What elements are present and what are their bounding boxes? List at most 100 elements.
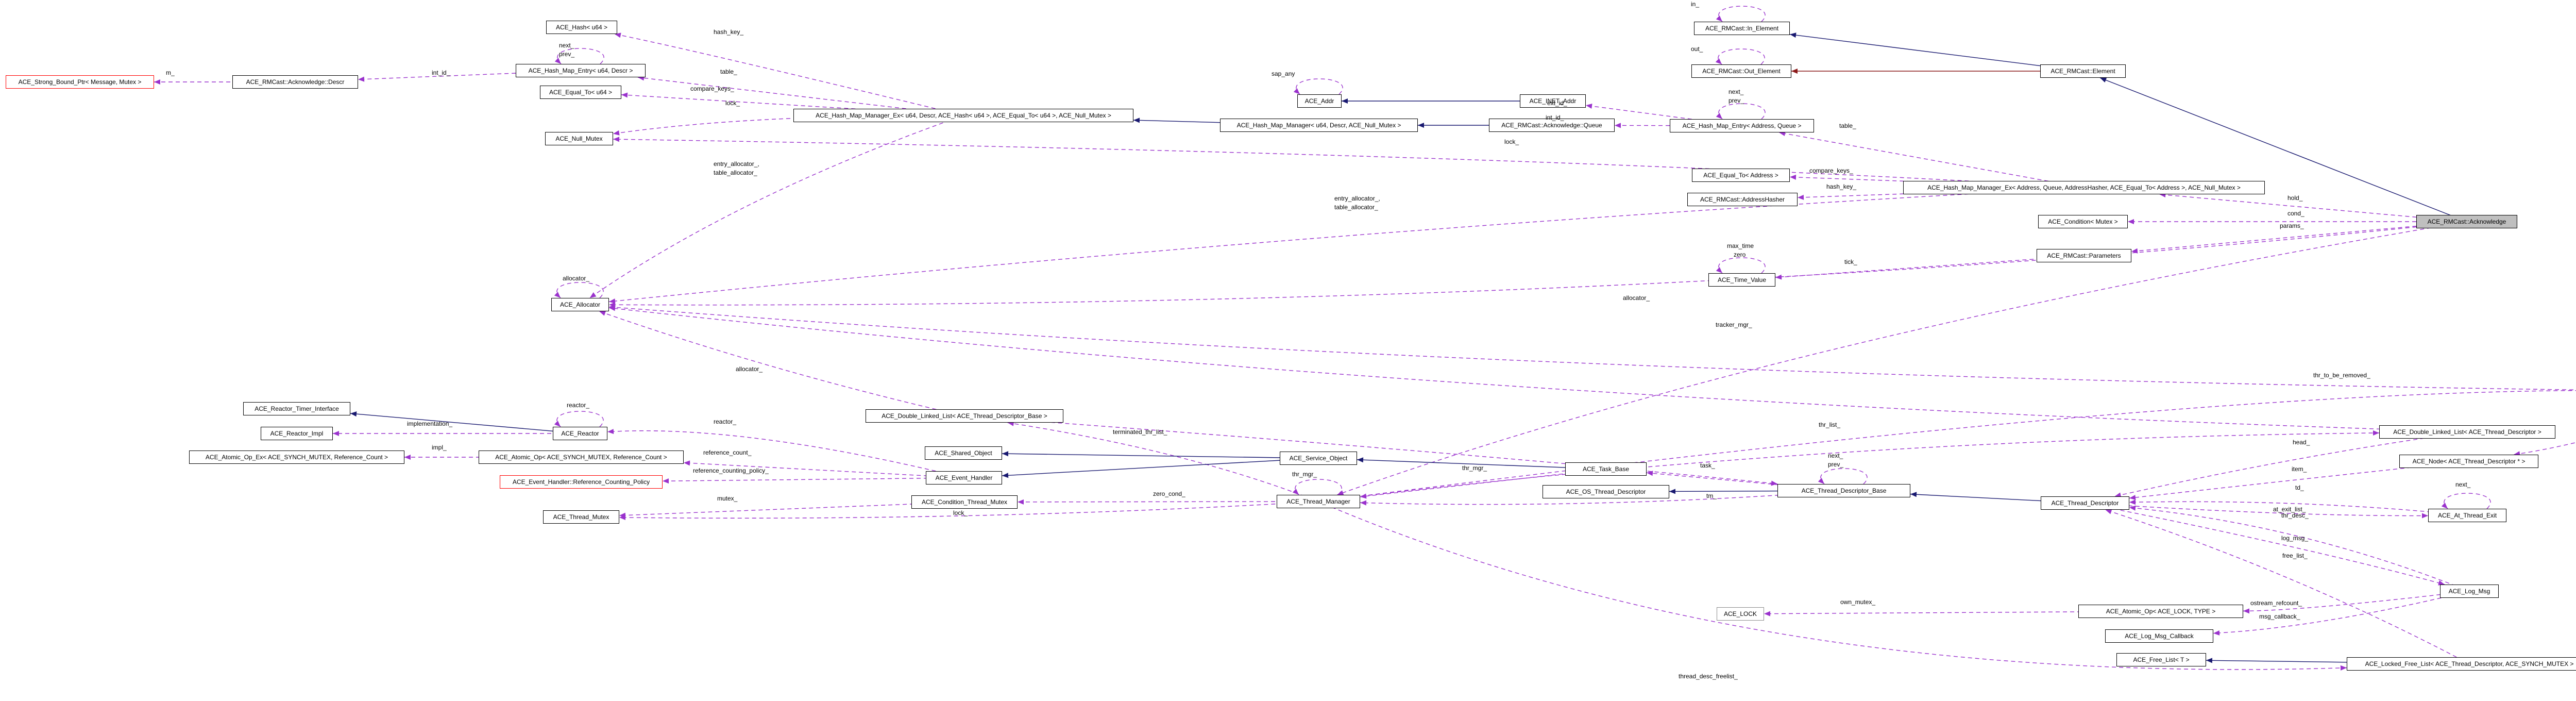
class-node-hasher[interactable]: ACE_RMCast::AddressHasher xyxy=(1687,193,1798,206)
class-node-ctm[interactable]: ACE_Condition_Thread_Mutex xyxy=(911,495,1018,509)
class-node-lock[interactable]: ACE_LOCK xyxy=(1717,607,1764,621)
class-node-ostd[interactable]: ACE_OS_Thread_Descriptor xyxy=(1543,485,1669,498)
class-node-eh[interactable]: ACE_Event_Handler xyxy=(926,471,1002,485)
edge-label: log_msg_ xyxy=(2281,535,2309,542)
class-node-lmc[interactable]: ACE_Log_Msg_Callback xyxy=(2105,629,2213,643)
class-node-reactor[interactable]: ACE_Reactor xyxy=(553,427,607,440)
edge-label: thr_mgr_ xyxy=(1462,464,1487,472)
edge xyxy=(608,306,2468,432)
class-node-lfl[interactable]: ACE_Locked_Free_List< ACE_Thread_Descrip… xyxy=(2347,657,2576,671)
edge-label: tick_ xyxy=(1844,258,1857,265)
edge xyxy=(608,221,2467,308)
class-node-rti[interactable]: ACE_Reactor_Timer_Interface xyxy=(243,402,350,415)
edge xyxy=(1318,430,2380,502)
edge-label: table_allocator_ xyxy=(1334,204,1378,211)
edge xyxy=(1789,32,2083,72)
edge xyxy=(964,415,1778,486)
edge xyxy=(1007,421,1319,502)
edge-label: table_allocator_ xyxy=(714,169,757,176)
edge xyxy=(2084,503,2429,519)
class-node-element[interactable]: ACE_RMCast::Element xyxy=(2040,64,2126,78)
edge-label: prev_ xyxy=(1728,97,1744,104)
class-node-alloc[interactable]: ACE_Allocator xyxy=(551,298,609,311)
edge xyxy=(554,48,604,64)
edge xyxy=(1715,48,1765,65)
edge xyxy=(1360,490,1844,506)
edge xyxy=(1775,255,2084,280)
edge xyxy=(2084,503,2445,586)
class-node-dll_tdb[interactable]: ACE_Double_Linked_List< ACE_Thread_Descr… xyxy=(866,409,1063,423)
class-node-shared[interactable]: ACE_Shared_Object xyxy=(925,446,1002,460)
edge xyxy=(683,460,964,478)
class-node-lm[interactable]: ACE_Log_Msg xyxy=(2440,585,2499,598)
edge-label: table_ xyxy=(1839,122,1856,129)
edge xyxy=(1716,257,1766,274)
class-node-hash_u64[interactable]: ACE_Hash< u64 > xyxy=(546,21,617,34)
edge-label: reference_counting_policy_ xyxy=(693,467,769,474)
class-node-params[interactable]: ACE_RMCast::Parameters xyxy=(2037,249,2131,262)
class-node-hmmex_addr[interactable]: ACE_Hash_Map_Manager_Ex< Address, Queue,… xyxy=(1903,181,2265,194)
class-node-descr[interactable]: ACE_RMCast::Acknowledge::Descr xyxy=(232,75,358,89)
edge-label: mutex_ xyxy=(717,495,738,502)
class-node-in_el[interactable]: ACE_RMCast::In_Element xyxy=(1694,22,1790,35)
edge-label: ostream_refcount_ xyxy=(2250,599,2302,607)
class-node-null_mutex[interactable]: ACE_Null_Mutex xyxy=(545,132,613,145)
class-node-rcp[interactable]: ACE_Event_Handler::Reference_Counting_Po… xyxy=(500,475,663,489)
edge xyxy=(2159,192,2467,222)
edge-label: reactor_ xyxy=(567,402,590,409)
class-node-eq_u64[interactable]: ACE_Equal_To< u64 > xyxy=(540,86,621,99)
class-node-hmm_u64[interactable]: ACE_Hash_Map_Manager< u64, Descr, ACE_Nu… xyxy=(1220,119,1418,132)
class-node-hmmex_u64[interactable]: ACE_Hash_Map_Manager_Ex< u64, Descr, ACE… xyxy=(793,109,1133,122)
edge-label: zero xyxy=(1734,251,1746,258)
edge-label: int_id_ xyxy=(432,69,450,76)
class-node-ack[interactable]: ACE_RMCast::Acknowledge xyxy=(2416,215,2517,228)
class-node-so[interactable]: ACE_Service_Object xyxy=(1280,452,1357,465)
class-node-queue[interactable]: ACE_RMCast::Acknowledge::Queue xyxy=(1489,119,1615,132)
class-node-aos[interactable]: ACE_Atomic_Op< ACE_SYNCH_MUTEX, Referenc… xyxy=(479,450,684,464)
class-node-sbp[interactable]: ACE_Strong_Bound_Ptr< Message, Mutex > xyxy=(6,75,154,89)
edge xyxy=(2243,591,2470,614)
edge-label: next_ xyxy=(1728,88,1744,95)
class-node-entry_u64[interactable]: ACE_Hash_Map_Entry< u64, Descr > xyxy=(516,64,646,77)
class-node-tv[interactable]: ACE_Time_Value xyxy=(1708,273,1775,287)
class-node-cond_mutex[interactable]: ACE_Condition< Mutex > xyxy=(2038,215,2128,228)
class-node-task[interactable]: ACE_Task_Base xyxy=(1565,462,1647,476)
class-node-entry_addr[interactable]: ACE_Hash_Map_Entry< Address, Queue > xyxy=(1670,119,1814,132)
class-node-rimpl[interactable]: ACE_Reactor_Impl xyxy=(261,427,333,440)
edge-label: hold_ xyxy=(2287,194,2303,202)
edge xyxy=(2131,221,2467,254)
class-node-ate[interactable]: ACE_At_Thread_Exit xyxy=(2428,509,2506,522)
class-node-aoex[interactable]: ACE_Atomic_Op_Ex< ACE_SYNCH_MUTEX, Refer… xyxy=(189,450,404,464)
edge xyxy=(1318,501,2347,671)
edge-label: implementation_ xyxy=(407,420,453,427)
class-node-inet[interactable]: ACE_INET_Addr xyxy=(1520,94,1586,108)
edge xyxy=(662,477,964,484)
class-node-tdb[interactable]: ACE_Thread_Descriptor_Base xyxy=(1777,484,1910,497)
edge-label: thread_desc_freelist_ xyxy=(1679,673,1738,680)
edge-label: in_ xyxy=(1691,1,1700,8)
class-node-eq_addr[interactable]: ACE_Equal_To< Address > xyxy=(1692,169,1790,182)
class-node-fl[interactable]: ACE_Free_List< T > xyxy=(2116,653,2206,666)
edge xyxy=(2099,77,2467,222)
class-node-node[interactable]: ACE_Node< ACE_Thread_Descriptor * > xyxy=(2399,455,2538,468)
class-node-tm[interactable]: ACE_Thread_Manager xyxy=(1277,495,1360,508)
edge-label: entry_allocator_, xyxy=(714,160,759,168)
edge xyxy=(1797,187,2084,200)
class-node-tmutex[interactable]: ACE_Thread_Mutex xyxy=(543,510,619,524)
class-node-addr[interactable]: ACE_Addr xyxy=(1297,94,1342,108)
edge-label: free_list_ xyxy=(2282,552,2308,559)
edge xyxy=(2114,431,2468,498)
edge xyxy=(2513,442,2576,457)
class-node-out_el[interactable]: ACE_RMCast::Out_Element xyxy=(1691,64,1791,78)
edge-label: tm_ xyxy=(1706,492,1717,499)
edge-label: impl_ xyxy=(432,444,447,451)
edge-label: thr_to_be_removed_ xyxy=(2313,372,2370,379)
class-node-dll_td[interactable]: ACE_Double_Linked_List< ACE_Thread_Descr… xyxy=(2379,425,2555,439)
class-node-td[interactable]: ACE_Thread_Descriptor xyxy=(2041,496,2129,510)
edge-label: lock_ xyxy=(1504,138,1519,145)
class-node-aol[interactable]: ACE_Atomic_Op< ACE_LOCK, TYPE > xyxy=(2078,605,2243,618)
edge-label: hash_key_ xyxy=(1826,183,1857,190)
edge xyxy=(608,305,2576,391)
